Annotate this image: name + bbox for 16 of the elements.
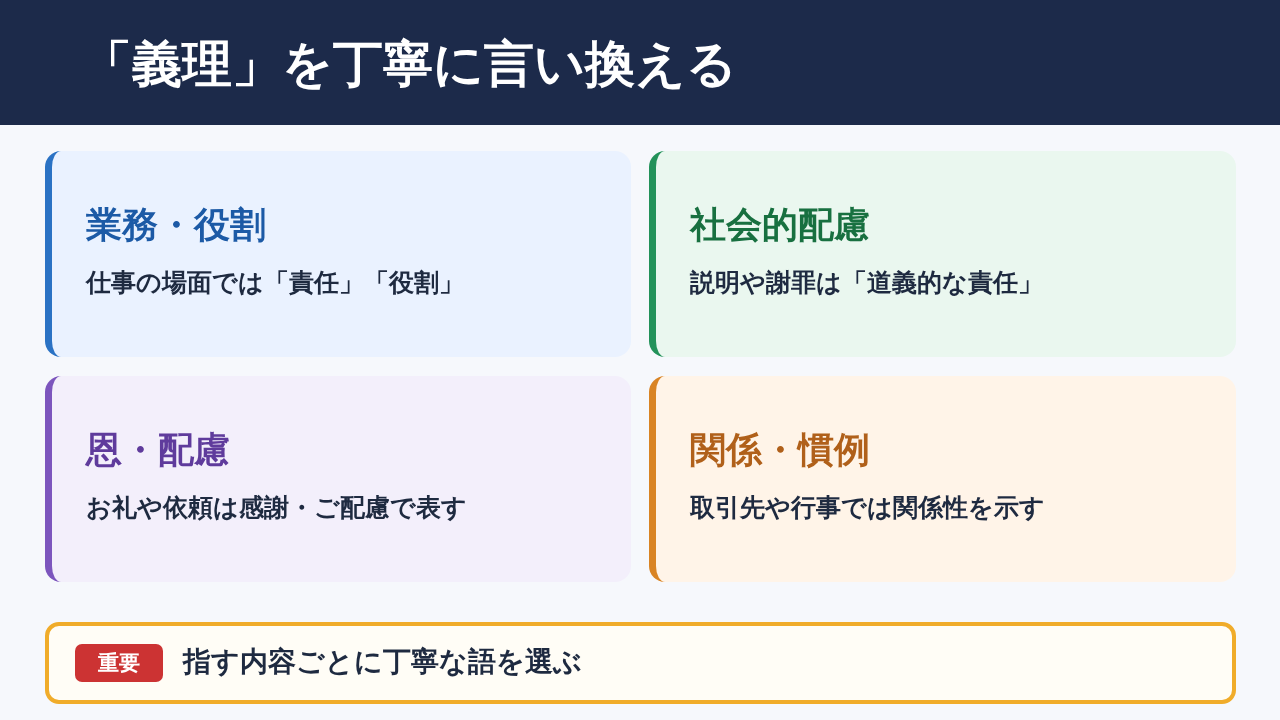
- category-card: [649, 376, 1236, 582]
- note-box: [45, 622, 1236, 704]
- title: 「義理」を丁寧に言い換える: [82, 34, 737, 94]
- card-description: お礼や依頼は感謝・ご配慮で表す: [86, 492, 467, 524]
- card-description: 仕事の場面では「責任」「役割」: [86, 267, 464, 299]
- note-text: 指す内容ごとに丁寧な語を選ぶ: [183, 644, 582, 680]
- category-card: [45, 151, 631, 357]
- importance-badge: 重要: [75, 644, 163, 682]
- category-card: [649, 151, 1236, 357]
- card-heading: 関係・慣例: [690, 428, 870, 472]
- category-card: [45, 376, 631, 582]
- card-heading: 業務・役割: [86, 203, 266, 247]
- card-heading: 社会的配慮: [690, 203, 870, 247]
- card-description: 取引先や行事では関係性を示す: [690, 492, 1045, 524]
- card-heading: 恩・配慮: [86, 428, 230, 472]
- card-description: 説明や謝罪は「道義的な責任」: [690, 267, 1043, 299]
